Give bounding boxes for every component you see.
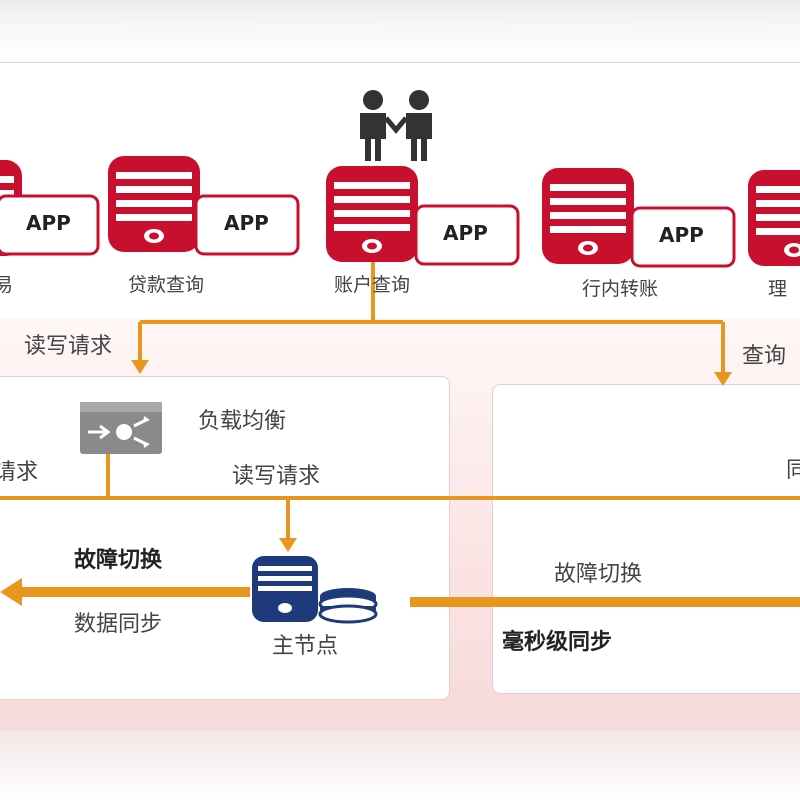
bottom-fade	[0, 730, 800, 800]
failover-left-label: 故障切换	[74, 548, 163, 573]
app-box-1	[194, 194, 300, 256]
service-label-0: 易	[0, 274, 14, 296]
right-panel-partial-label: 同	[786, 458, 800, 483]
server-icon-1	[108, 156, 200, 252]
app-label-2: APP	[443, 221, 488, 245]
failover-right-label: 故障切换	[554, 562, 643, 587]
server-icon-3	[542, 168, 634, 264]
read-write-request-mid: 读写请求	[232, 464, 321, 489]
app-box-2	[414, 204, 520, 266]
query-label: 查询	[742, 344, 787, 369]
service-label-3: 行内转账	[582, 278, 659, 300]
arrow-heads	[131, 360, 732, 552]
data-sync-label: 数据同步	[74, 612, 163, 637]
load-balancer-icon	[80, 402, 162, 454]
app-box-3	[630, 206, 736, 268]
server-icon-2	[326, 166, 418, 262]
master-node-label: 主节点	[272, 634, 339, 659]
failover-arrow-head	[0, 578, 22, 606]
ms-sync-label: 毫秒级同步	[502, 630, 613, 655]
users-icon	[360, 90, 432, 161]
load-balancer-label: 负载均衡	[198, 409, 287, 434]
primary-cluster-panel	[0, 376, 450, 700]
app-box-0	[0, 194, 100, 256]
app-label-3: APP	[659, 223, 704, 247]
service-label-2: 账户查询	[334, 274, 411, 296]
secondary-cluster-panel	[492, 384, 800, 694]
request-connectors	[0, 262, 800, 538]
server-icon-4	[748, 170, 800, 266]
read-write-request-top: 读写请求	[24, 334, 113, 359]
top-header-bar	[0, 0, 800, 63]
app-label-0: APP	[26, 211, 71, 235]
app-label-1: APP	[224, 211, 269, 235]
request-left-label: 请求	[0, 460, 39, 485]
service-label-1: 贷款查询	[128, 274, 205, 296]
service-label-4: 理	[768, 278, 788, 300]
master-node-icon	[252, 556, 378, 624]
